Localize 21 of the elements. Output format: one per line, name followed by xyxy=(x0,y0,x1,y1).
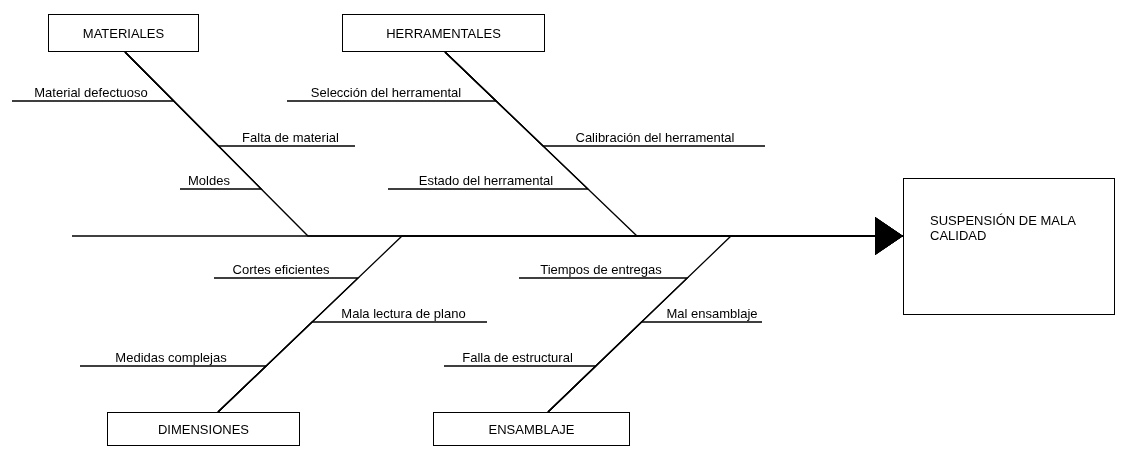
cause-label: Tiempos de entregas xyxy=(519,261,683,278)
leader-line xyxy=(124,51,263,190)
category-box: ENSAMBLAJE xyxy=(433,412,630,446)
cause-label: Estado del herramental xyxy=(388,172,584,189)
cause-label: Falla de estructural xyxy=(444,349,591,366)
effect-box: SUSPENSIÓN DE MALA CALIDAD xyxy=(903,178,1115,315)
cause-label: Selección del herramental xyxy=(287,84,485,101)
cause-label: Falta de material xyxy=(226,129,355,146)
category-box: HERRAMENTALES xyxy=(342,14,545,52)
leader-line xyxy=(79,365,268,413)
leader-line xyxy=(443,365,598,413)
cause-label: Calibración del herramental xyxy=(545,129,765,146)
category-box: MATERIALES xyxy=(48,14,199,52)
leader-line xyxy=(387,51,590,190)
cause-label: Medidas complejas xyxy=(80,349,262,366)
category-box: DIMENSIONES xyxy=(107,412,300,446)
cause-label: Material defectuoso xyxy=(12,84,170,101)
cause-label: Mal ensamblaje xyxy=(662,305,762,322)
cause-label: Cortes eficientes xyxy=(214,261,348,278)
cause-label: Moldes xyxy=(180,172,238,189)
cause-label: Mala lectura de plano xyxy=(320,305,487,322)
